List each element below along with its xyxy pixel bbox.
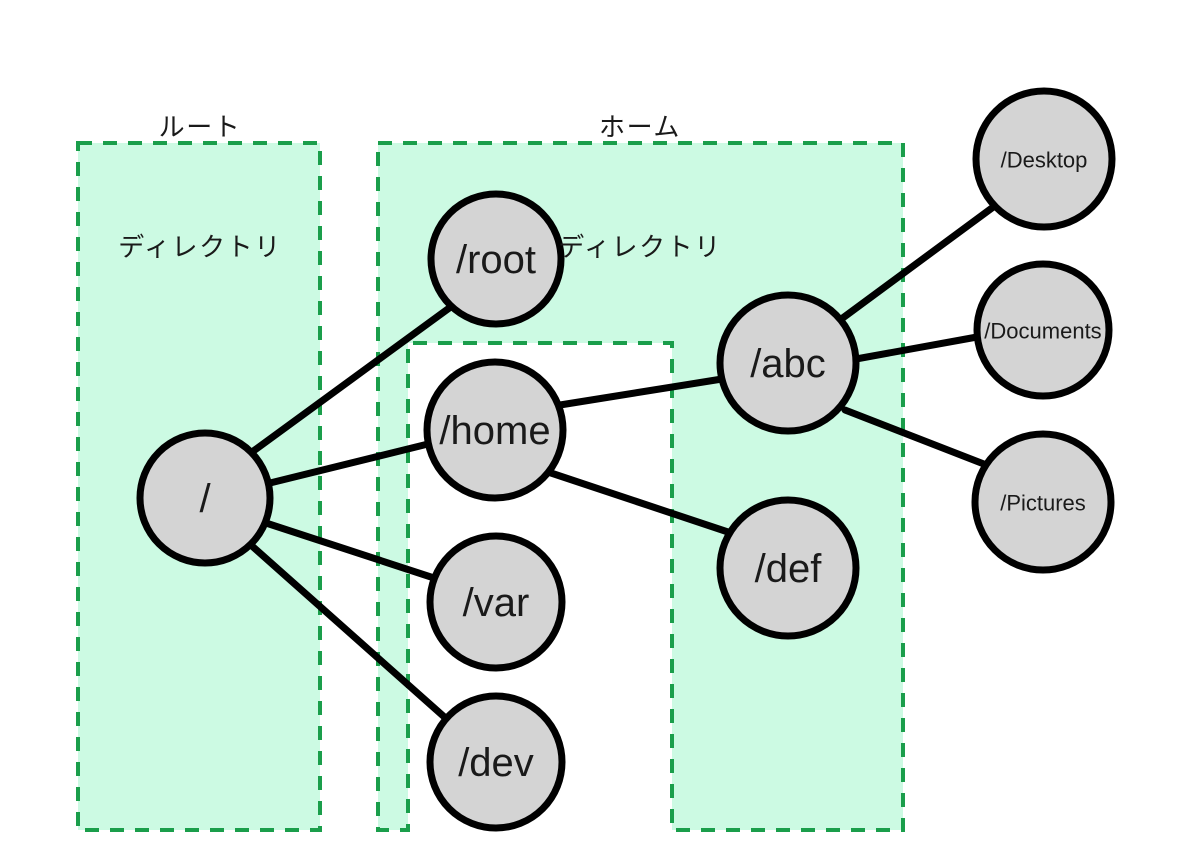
- edge-root-to-root-dir: [248, 302, 456, 456]
- node-root-label: /: [199, 477, 211, 521]
- node-pictures[interactable]: /Pictures: [971, 430, 1115, 574]
- node-documents[interactable]: /Documents: [973, 260, 1113, 400]
- edge-abc-to-documents: [852, 333, 981, 363]
- node-desktop-label: /Desktop: [1001, 148, 1088, 173]
- node-abc[interactable]: /abc: [716, 291, 860, 435]
- edge-home-to-abc: [556, 375, 726, 409]
- node-abc-label: /abc: [750, 342, 826, 386]
- edge-home-to-def: [547, 469, 738, 538]
- node-dev[interactable]: /dev: [426, 692, 566, 832]
- edge-abc-to-pictures: [841, 406, 993, 470]
- nodes-layer: / /root /home /var /dev /abc: [136, 87, 1116, 832]
- edge-abc-to-desktop: [836, 201, 1000, 324]
- node-dev-circle[interactable]: [426, 692, 566, 832]
- edge-root-to-dev: [248, 542, 454, 726]
- node-home-circle[interactable]: [423, 358, 567, 502]
- node-root-dir-label: /root: [456, 238, 536, 282]
- node-var-label: /var: [463, 581, 530, 625]
- edge-root-to-var: [262, 519, 438, 582]
- node-root-circle[interactable]: [136, 429, 274, 567]
- node-root-dir[interactable]: /root: [427, 190, 565, 328]
- node-dev-label: /dev: [458, 741, 534, 785]
- node-def[interactable]: /def: [716, 496, 860, 640]
- node-pictures-label: /Pictures: [1000, 491, 1086, 516]
- node-desktop-circle[interactable]: [972, 87, 1116, 231]
- node-documents-label: /Documents: [984, 319, 1101, 344]
- node-home[interactable]: /home: [423, 358, 567, 502]
- node-root[interactable]: /: [136, 429, 274, 567]
- edges-layer: [248, 201, 1000, 726]
- node-home-label: /home: [439, 409, 550, 453]
- node-abc-circle[interactable]: [716, 291, 860, 435]
- node-var-circle[interactable]: [426, 532, 566, 672]
- edge-root-to-home: [266, 440, 432, 487]
- node-var[interactable]: /var: [426, 532, 566, 672]
- node-def-circle[interactable]: [716, 496, 860, 640]
- node-root-dir-circle[interactable]: [427, 190, 565, 328]
- node-pictures-circle[interactable]: [971, 430, 1115, 574]
- node-def-label: /def: [755, 547, 823, 591]
- node-documents-circle[interactable]: [973, 260, 1113, 400]
- node-desktop[interactable]: /Desktop: [972, 87, 1116, 231]
